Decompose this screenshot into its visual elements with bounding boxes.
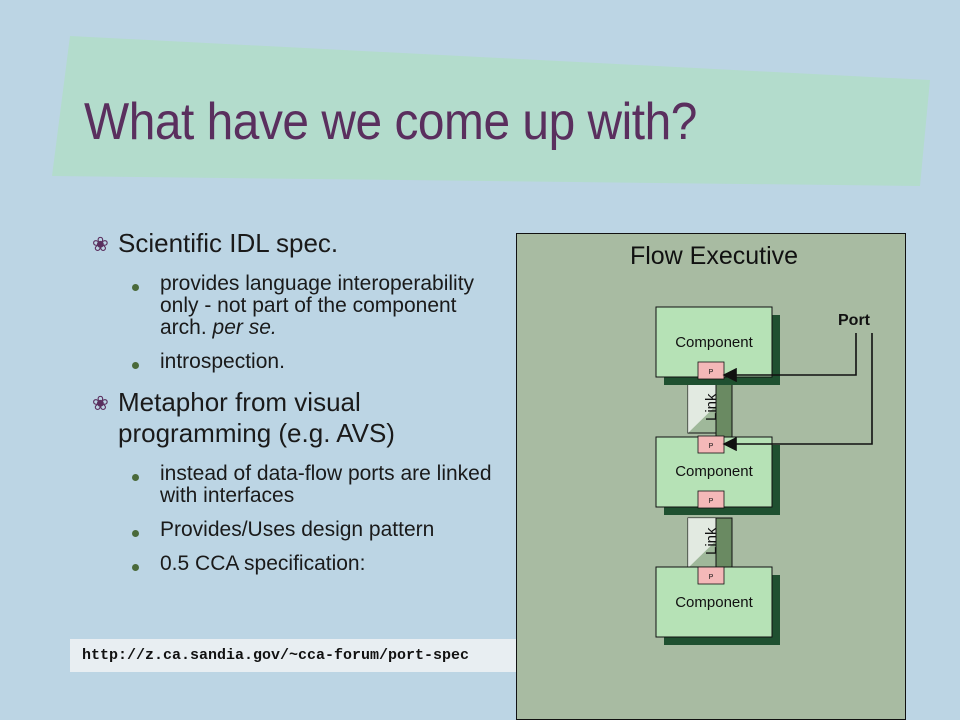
bullet-dot-icon [132,530,139,537]
bullet-level1: ❀ Scientific IDL spec. [92,228,492,259]
port-callout-label: Port [838,312,871,329]
bullet-text: instead of data-flow ports are linked wi… [160,462,492,507]
bullet-level2: introspection. [132,351,492,373]
component-box: Component P [655,306,780,385]
bullet-level2: provides language interoperability only … [132,273,492,339]
port-marker-label: P [709,498,714,505]
diagram-title: Flow Executive [630,242,798,270]
bullet-dot-icon [132,362,139,369]
component-label: Component [675,594,753,611]
bullet-dot-icon [132,284,139,291]
bullet-list: ❀ Scientific IDL spec. provides language… [92,228,492,575]
url-box: http://z.ca.sandia.gov/~cca-forum/port-s… [70,639,572,672]
port-arrow [722,333,873,452]
port-marker-label: P [709,369,714,376]
component-box: P Component [655,566,780,645]
bullet-dot-icon [132,564,139,571]
link-label: Link [703,393,720,421]
title-band [52,36,930,186]
bullet-text: 0.5 CCA specification: [160,552,366,575]
bullet-text-main: provides language interoperability only … [160,272,475,339]
url-text: http://z.ca.sandia.gov/~cca-forum/port-s… [82,647,470,664]
bullet-text: provides language interoperability only … [160,273,492,339]
link-label: Link [703,527,720,555]
port-arrow [722,333,857,383]
bullet-level2: instead of data-flow ports are linked wi… [132,463,492,507]
port-marker [697,490,725,509]
bullet-flower-icon: ❀ [92,393,109,415]
bullet-text: Metaphor from visual programming (e.g. A… [118,387,395,448]
bullet-text: introspection. [160,350,285,373]
slide-title: What have we come up with? [84,93,697,151]
bullet-level1: ❀ Metaphor from visual programming (e.g.… [92,387,492,449]
link-connector: Link [687,382,733,440]
component-label: Component [675,463,753,480]
component-label: Component [675,334,753,351]
bullet-dot-icon [132,474,139,481]
bullet-level2: 0.5 CCA specification: [132,553,492,575]
bullet-flower-icon: ❀ [92,234,109,256]
bullet-text: Provides/Uses design pattern [160,518,435,541]
port-marker-label: P [709,443,714,450]
bullet-text: Scientific IDL spec. [118,228,339,258]
port-marker [697,566,725,585]
bullet-level2: Provides/Uses design pattern [132,519,492,541]
component-box: P Component P [655,435,780,515]
flow-executive-diagram: Flow Executive Link Link Component P P C… [516,233,906,720]
link-connector: Link [687,517,733,575]
port-marker-label: P [709,574,714,581]
bullet-text-italic: per se. [212,316,277,339]
